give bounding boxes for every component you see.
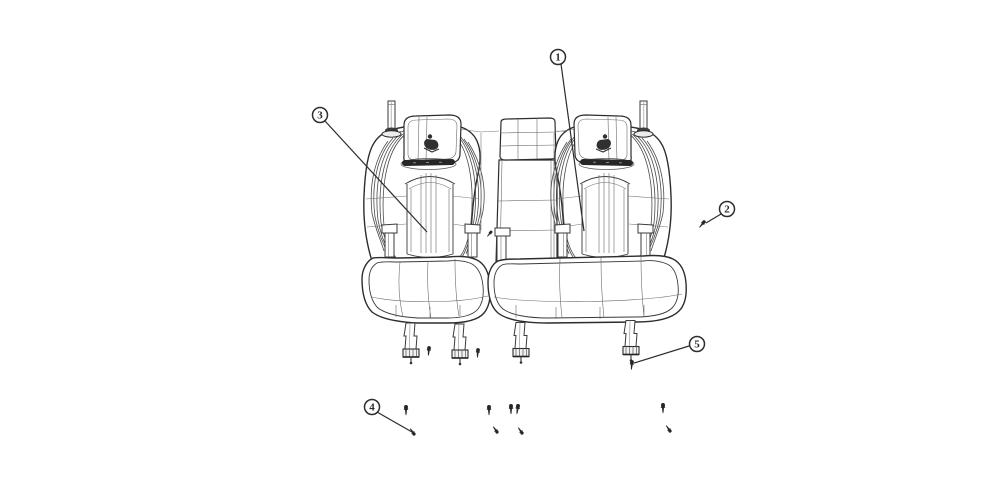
left-seat-leg-inner (451, 323, 469, 367)
screw-icon (699, 220, 706, 228)
callout-leader-line (705, 213, 722, 224)
callout-2[interactable]: 2 (705, 200, 736, 224)
callout-label: 3 (317, 110, 323, 122)
callout-3[interactable]: 3 (311, 106, 428, 233)
center-seat-section (480, 117, 575, 264)
callout-leader-line (633, 345, 690, 364)
cushion-seams (371, 258, 489, 319)
center-latch-bracket (494, 227, 511, 262)
screw-icon (492, 426, 499, 434)
cushion-piping (493, 260, 679, 319)
cushion-outline (487, 254, 687, 324)
center-headrest-grid (499, 118, 557, 160)
screw-icon (515, 404, 520, 415)
callout-4[interactable]: 4 (363, 398, 413, 433)
callout-circle[interactable] (718, 200, 736, 218)
callout-leader-line (376, 411, 413, 433)
callout-leader-line (324, 120, 428, 233)
screw-icon (486, 405, 492, 416)
left-seat-cushion (361, 255, 491, 324)
screw-icon (517, 427, 524, 435)
screw-icon (426, 346, 431, 357)
callouts-layer: 1 2 3 4 5 (311, 48, 736, 433)
right-seat-leg-outer (622, 319, 640, 363)
callout-label: 4 (369, 402, 375, 414)
left-seat-back (364, 101, 484, 261)
callout-label: 2 (724, 204, 730, 216)
screw-icon (475, 348, 480, 359)
left-seat-leg-outer (402, 322, 420, 366)
screw-icon (508, 404, 514, 415)
cushion-seams (493, 256, 683, 319)
cushion-outline (361, 255, 491, 324)
callout-label: 5 (694, 339, 700, 351)
callout-leader-line (560, 63, 585, 232)
left-seat (361, 101, 491, 367)
fasteners-layer (403, 220, 706, 436)
screw-icon (665, 425, 672, 433)
callout-1[interactable]: 1 (549, 48, 585, 232)
callout-circle[interactable] (688, 335, 706, 353)
screw-icon (403, 405, 409, 416)
callout-circle[interactable] (311, 106, 329, 124)
center-headrest-block (499, 117, 557, 161)
callout-5[interactable]: 5 (633, 335, 706, 364)
screw-icon (409, 428, 416, 436)
right-seat-leg-inner (512, 321, 530, 365)
screw-icon (486, 230, 493, 237)
right-seat-cushion (487, 254, 687, 324)
screw-icon (660, 403, 666, 414)
callout-circle[interactable] (363, 398, 381, 416)
callout-circle[interactable] (549, 48, 567, 66)
callout-label: 1 (555, 52, 561, 64)
cushion-piping (368, 260, 484, 319)
right-seat (487, 101, 687, 365)
screw-icon (629, 360, 634, 371)
